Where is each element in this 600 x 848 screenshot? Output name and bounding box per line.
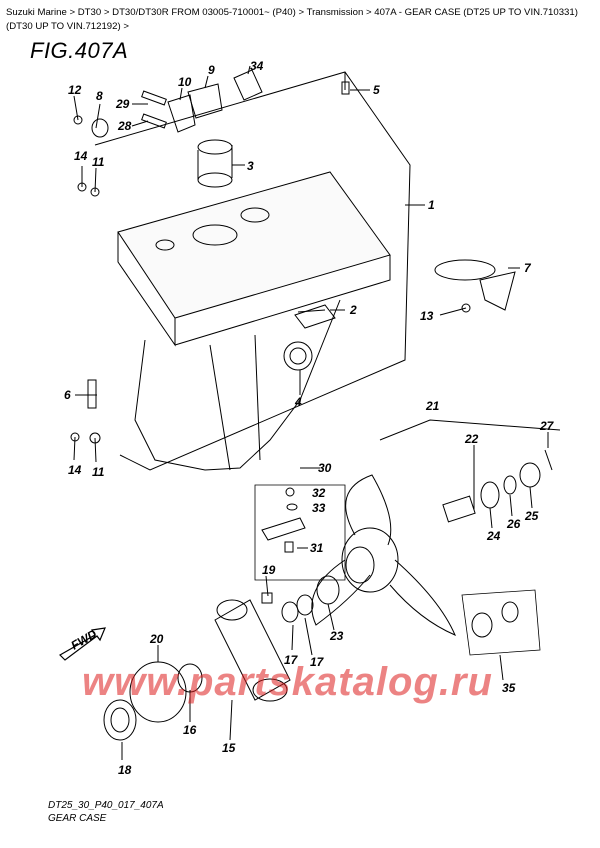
callout-10: 10 [178, 75, 192, 89]
part-9 [187, 83, 223, 119]
breadcrumb-separator: > [295, 7, 307, 18]
callout-7: 7 [524, 261, 532, 275]
seal-4 [283, 341, 313, 371]
callout-22: 22 [464, 432, 479, 446]
part-12 [73, 115, 83, 125]
part-35b [501, 601, 519, 623]
part-5 [341, 81, 350, 95]
propeller-blade-left [311, 559, 371, 626]
bolt-19 [261, 592, 273, 604]
callout-19: 19 [262, 563, 276, 577]
part-8 [91, 118, 109, 138]
propeller-hub [341, 527, 399, 593]
callout-1: 1 [428, 198, 435, 212]
callout-35: 35 [502, 681, 516, 695]
propeller-blade-top [345, 474, 392, 546]
watermark: www.partskatalog.ru [82, 660, 493, 704]
breadcrumb-model[interactable]: DT30/DT30R FROM 03005-710001~ (P40) [112, 7, 296, 18]
gear-case-body [134, 299, 341, 471]
propeller-blade-bottom [389, 559, 456, 636]
callout-14-bottom: 14 [68, 463, 82, 477]
carrier-15 [214, 599, 291, 701]
group-box-35 [461, 589, 541, 656]
callout-21: 21 [425, 399, 440, 413]
callout-31: 31 [310, 541, 324, 555]
bolt-31 [284, 541, 294, 553]
part-26 [503, 475, 517, 495]
breadcrumb-current: 407A - GEAR CASE (DT25 UP TO VIN.710331)… [6, 7, 578, 32]
group-box-30 [254, 484, 346, 581]
callout-3: 3 [247, 159, 254, 173]
fwd-arrow-icon: FWD [59, 627, 106, 661]
plate-30 [261, 517, 306, 541]
gear-case-deck [117, 171, 391, 319]
part-28 [141, 113, 167, 129]
breadcrumb-dt30[interactable]: DT30 [77, 7, 102, 18]
callout-6: 6 [64, 388, 71, 402]
part-32 [285, 487, 295, 497]
part-34 [233, 69, 263, 101]
callout-16: 16 [183, 723, 197, 737]
callout-32: 32 [312, 486, 326, 500]
part-29 [141, 90, 167, 106]
breadcrumb-transmission[interactable]: Transmission [306, 7, 364, 18]
callout-20: 20 [149, 632, 164, 646]
part-17b [296, 594, 314, 616]
part-35a [471, 612, 493, 638]
callout-30: 30 [318, 461, 332, 475]
breadcrumb-separator: > [66, 7, 78, 18]
callout-8: 8 [96, 89, 103, 103]
anode-7 [434, 259, 496, 281]
part-24 [480, 481, 500, 509]
part-22 [442, 495, 476, 523]
callout-11-bottom: 11 [92, 465, 105, 479]
callout-11-top: 11 [92, 155, 105, 169]
part-17a [281, 601, 299, 623]
callout-29: 29 [115, 97, 130, 111]
callout-13: 13 [420, 309, 434, 323]
callout-15: 15 [222, 741, 236, 755]
callout-25: 25 [524, 509, 539, 523]
callout-labels: 1 2 3 4 5 6 7 8 9 10 11 11 12 13 14 14 1… [64, 59, 555, 777]
callout-17b: 17 [310, 655, 325, 669]
bolt-13 [461, 303, 471, 313]
part-2 [294, 304, 336, 329]
part-25 [519, 462, 541, 488]
callout-2: 2 [349, 303, 357, 317]
drawing-caption: GEAR CASE [48, 813, 107, 824]
bearing-3 [197, 145, 233, 180]
callout-23: 23 [329, 629, 344, 643]
bearing-18 [103, 699, 137, 741]
part-33 [286, 503, 298, 511]
frame-lines [94, 71, 411, 471]
callout-34: 34 [250, 59, 264, 73]
callout-12: 12 [68, 83, 82, 97]
callout-4: 4 [294, 395, 302, 409]
part-10 [167, 94, 196, 133]
breadcrumb-separator: > [101, 7, 113, 18]
callout-5: 5 [373, 83, 380, 97]
callout-28: 28 [117, 119, 132, 133]
callout-9: 9 [208, 63, 215, 77]
figure-title: FIG.407A [30, 38, 129, 63]
breadcrumb: Suzuki Marine > DT30 > DT30/DT30R FROM 0… [6, 6, 594, 34]
callout-14-top: 14 [74, 149, 88, 163]
callout-33: 33 [312, 501, 326, 515]
callout-24: 24 [486, 529, 501, 543]
breadcrumb-suzuki-marine[interactable]: Suzuki Marine [6, 7, 67, 18]
breadcrumb-separator: > [363, 7, 375, 18]
breadcrumb-separator: > [120, 21, 129, 32]
drawing-code: DT25_30_P40_017_407A [48, 800, 164, 811]
part-27 [544, 449, 553, 471]
callout-17a: 17 [284, 653, 299, 667]
bolt-6 [87, 379, 97, 409]
callout-18: 18 [118, 763, 132, 777]
callout-26: 26 [506, 517, 521, 531]
callout-27: 27 [539, 419, 555, 433]
